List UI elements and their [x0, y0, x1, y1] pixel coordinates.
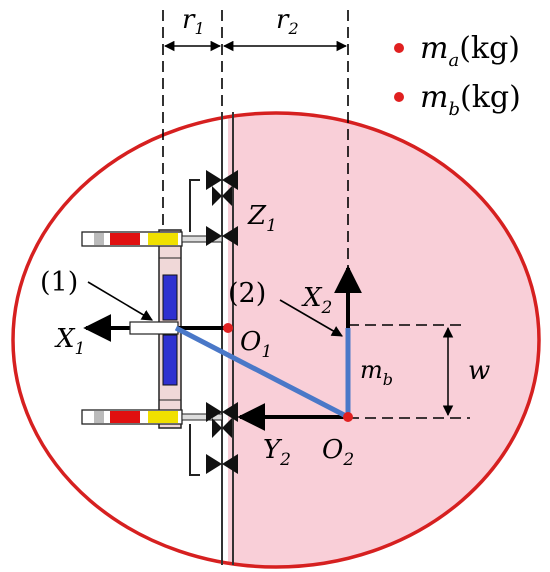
bottom-bracket: [189, 424, 200, 476]
point-o1: [223, 323, 233, 333]
shaded-region: [228, 113, 539, 567]
legend-dot-mb: [394, 92, 404, 102]
outer-circle: [11, 111, 541, 569]
top-bracket: [189, 179, 200, 232]
y2-label: Y2: [263, 435, 291, 470]
legend-label-mb: mb(kg): [420, 80, 521, 120]
x2-label: X2: [301, 283, 332, 318]
callout-1-label: (1): [40, 267, 78, 298]
o2-label: O2: [322, 435, 354, 470]
x1-shaft: [129, 321, 179, 335]
legend-dot-ma: [394, 43, 404, 53]
r2-label: r2: [276, 5, 299, 38]
blue-block-upper: [162, 274, 178, 321]
callout-2-arrow: [279, 299, 343, 337]
z1-label: Z1: [247, 201, 277, 236]
r1-label: r1: [182, 5, 205, 38]
callout-2-label: (2): [228, 278, 266, 309]
bowtie-lower-1: [206, 402, 238, 438]
mb-label: mb: [360, 356, 393, 389]
x1-label: X1: [54, 324, 85, 359]
legend-label-ma: ma(kg): [420, 31, 520, 71]
blue-diagonal-link: [174, 325, 350, 420]
blue-block-lower: [162, 334, 178, 386]
bowtie-upper-1: [206, 170, 238, 206]
w-label: w: [468, 356, 490, 386]
upper-arm: [81, 231, 223, 247]
o1-label: O1: [240, 327, 272, 362]
callout-1-arrow: [87, 281, 153, 321]
lower-arm: [81, 409, 223, 425]
point-o2: [343, 412, 353, 422]
bowtie-upper-2: [206, 226, 238, 246]
bowtie-lower-2: [206, 454, 238, 474]
